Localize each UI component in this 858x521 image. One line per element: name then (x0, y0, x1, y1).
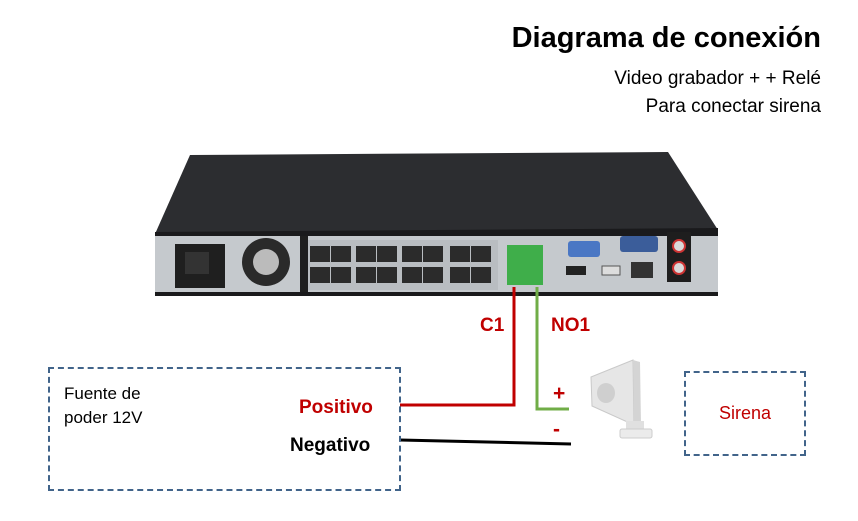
ethernet-ports (310, 246, 491, 283)
siren-minus-label: - (553, 418, 560, 441)
siren-label: Sirena (718, 403, 772, 423)
diagram-title: Diagrama de conexión (511, 22, 821, 54)
wire-negative-siren-minus (399, 438, 572, 446)
negative-label: Negativo (290, 435, 371, 456)
diagram-subtitle-2: Para conectar sirena (645, 96, 821, 117)
siren-plus-label: + (553, 382, 566, 405)
positive-label: Positivo (299, 397, 373, 418)
power-supply-label-line2: poder 12V (64, 408, 143, 427)
terminal-c1-label: C1 (480, 315, 505, 336)
relay-terminal-block (507, 245, 543, 285)
terminal-no1-label: NO1 (551, 315, 591, 336)
power-supply-box (48, 367, 401, 491)
diagram-subtitle-1: Video grabador + + Relé (614, 68, 821, 89)
siren-horn-image (590, 359, 653, 439)
power-supply-label-line1: Fuente de (64, 384, 141, 403)
nvr-device-image (155, 152, 718, 296)
siren-box (684, 371, 806, 456)
wire-c1-positive (400, 287, 516, 407)
wire-no1-siren-plus (535, 287, 569, 411)
